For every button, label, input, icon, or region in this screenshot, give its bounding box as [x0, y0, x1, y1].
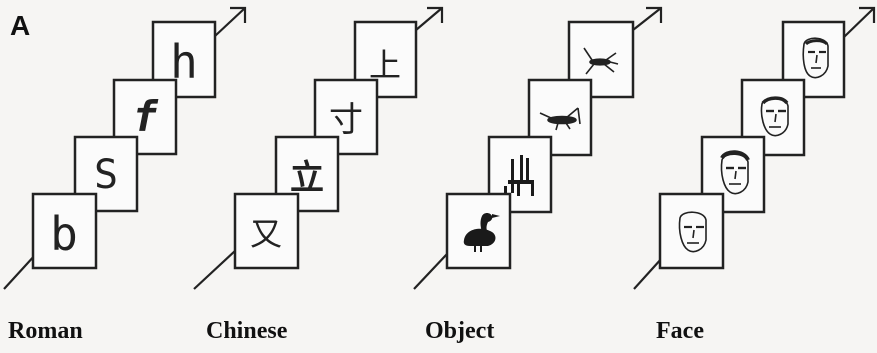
stimulus-frame-1: b — [31, 192, 98, 270]
arrow-head-icon — [646, 6, 663, 23]
stimulus-frame-1: 又 — [233, 192, 300, 270]
stimulus-frame-3 — [740, 78, 806, 157]
stimulus-frame-3 — [527, 78, 593, 157]
time-axis-end — [214, 7, 246, 37]
stimulus-glyph: 又 — [250, 215, 282, 253]
face-icon — [720, 150, 750, 195]
time-axis-end — [632, 7, 662, 31]
chair-icon — [504, 155, 534, 196]
arrow-head-icon — [859, 6, 876, 23]
stimulus-glyph: 立 — [290, 158, 324, 198]
arrow-head-icon — [427, 6, 444, 23]
category-label-face: Face — [656, 318, 704, 344]
object-sequence — [413, 6, 663, 290]
face-sequence — [633, 6, 876, 290]
category-label-roman: Roman — [8, 318, 83, 344]
roman-sequence: h f S b — [3, 6, 247, 290]
stimulus-frame-3: 寸 — [313, 78, 379, 156]
time-axis-end — [843, 7, 875, 38]
stimulus-glyph: S — [94, 152, 118, 198]
time-axis — [3, 253, 37, 290]
time-axis — [633, 257, 663, 290]
stimulus-glyph: 寸 — [329, 100, 363, 140]
arrow-head-icon — [230, 6, 247, 23]
stimulus-frame-1 — [658, 192, 725, 270]
face-icon — [802, 37, 829, 79]
duck-icon — [463, 213, 500, 252]
stimulus-frame-2 — [700, 135, 766, 214]
time-axis-end — [415, 7, 443, 31]
stimulus-glyph: f — [132, 92, 158, 141]
mosquito-icon — [583, 47, 619, 75]
face-icon — [760, 96, 789, 137]
time-axis — [193, 249, 237, 290]
grasshopper-icon — [539, 107, 581, 131]
chinese-sequence: 上 寸 立 又 — [193, 6, 444, 290]
category-label-chinese: Chinese — [206, 318, 288, 344]
category-label-object: Object — [425, 318, 495, 344]
stimulus-glyph: 上 — [369, 46, 401, 84]
stimulus-frame-1 — [445, 192, 512, 270]
time-axis — [413, 253, 448, 290]
face-icon — [678, 211, 707, 253]
stimulus-glyph: b — [50, 207, 78, 261]
panel-label: A — [10, 10, 31, 41]
